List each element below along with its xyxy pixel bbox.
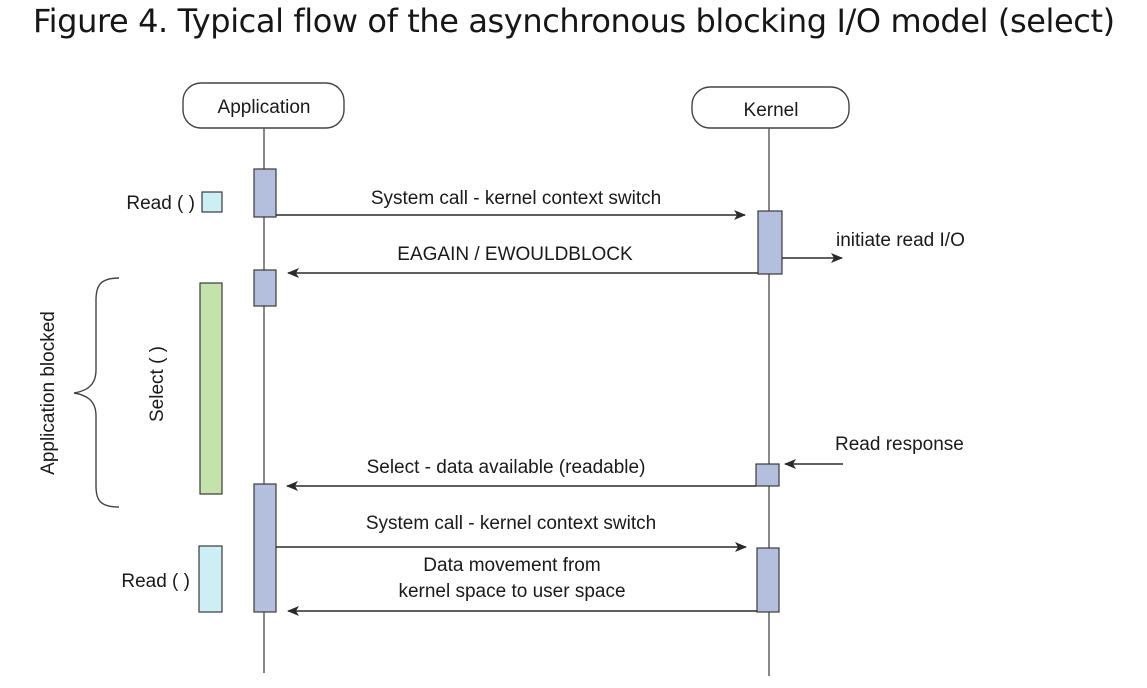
eagain-label: EAGAIN / EWOULDBLOCK: [397, 244, 633, 265]
application-actor-label: Application: [218, 97, 311, 118]
select-label: Select ( ): [147, 346, 168, 422]
select-bar: [199, 282, 223, 495]
kernel-activation-2: [755, 463, 780, 487]
app-activation-1: [253, 168, 277, 218]
application-blocked-label: Application blocked: [38, 311, 59, 475]
application-actor: Application: [182, 82, 345, 129]
data-movement-label-line1: Data movement from: [423, 555, 600, 576]
app-activation-3: [253, 483, 277, 613]
read-box-1: [201, 191, 223, 213]
application-blocked-brace: [73, 277, 120, 508]
select-data-available-label: Select - data available (readable): [367, 457, 646, 478]
kernel-actor: Kernel: [691, 86, 850, 129]
syscall-label-2: System call - kernel context switch: [366, 513, 656, 534]
figure-caption: Figure 4. Typical flow of the asynchrono…: [33, 2, 1115, 40]
read-label-2: Read ( ): [121, 571, 190, 592]
data-movement-label-line2: kernel space to user space: [398, 581, 625, 602]
syscall-label-1: System call - kernel context switch: [371, 188, 661, 209]
read-box-2: [198, 545, 223, 613]
initiate-read-io-label: initiate read I/O: [836, 230, 965, 251]
kernel-actor-box: [691, 86, 850, 129]
read-response-label: Read response: [835, 434, 964, 455]
app-activation-2: [253, 269, 277, 307]
kernel-activation-1: [757, 210, 783, 275]
read-label-1: Read ( ): [126, 193, 195, 214]
kernel-actor-label: Kernel: [744, 100, 799, 121]
kernel-activation-3: [756, 547, 780, 613]
